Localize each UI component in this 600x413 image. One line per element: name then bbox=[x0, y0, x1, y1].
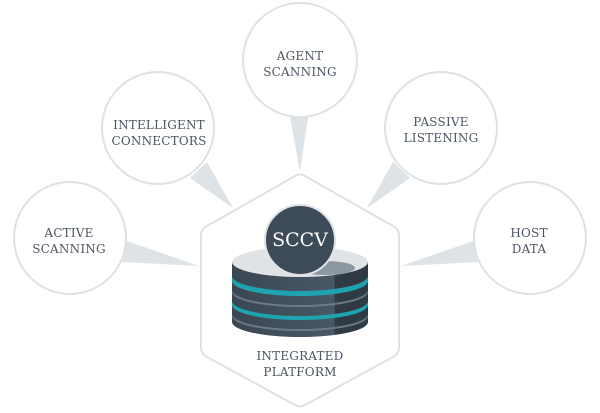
node-label-passive: PASSIVE LISTENING bbox=[404, 114, 479, 146]
center-label-line2: PLATFORM bbox=[263, 365, 337, 379]
node-label-line1: AGENT bbox=[276, 49, 324, 63]
node-label-line2: DATA bbox=[511, 242, 547, 256]
node-label-intelligent: INTELLIGENT CONNECTORS bbox=[111, 117, 206, 149]
center-label: INTEGRATED PLATFORM bbox=[256, 348, 343, 380]
node-label-line1: HOST bbox=[510, 226, 548, 240]
node-circle-host bbox=[473, 181, 587, 295]
node-circle-passive bbox=[384, 71, 498, 185]
node-label-agent: AGENT SCANNING bbox=[263, 48, 337, 80]
node-label-line2: SCANNING bbox=[32, 242, 106, 256]
node-label-line1: ACTIVE bbox=[44, 226, 94, 240]
node-label-line1: INTELLIGENT bbox=[113, 118, 205, 132]
node-label-active: ACTIVE SCANNING bbox=[32, 225, 106, 257]
connector-agent bbox=[290, 117, 308, 172]
connector-passive bbox=[367, 162, 410, 208]
sccv-badge bbox=[264, 204, 336, 276]
sccv-badge-label: SCCV bbox=[272, 229, 328, 251]
node-label-line1: PASSIVE bbox=[413, 115, 469, 129]
node-circle-agent bbox=[242, 2, 358, 118]
node-circle-active bbox=[13, 181, 127, 295]
node-label-line2: CONNECTORS bbox=[111, 134, 207, 148]
connector-intelligent bbox=[190, 162, 233, 208]
connector-host bbox=[401, 240, 479, 266]
connector-active bbox=[121, 240, 199, 266]
center-label-line1: INTEGRATED bbox=[256, 349, 344, 363]
node-label-line2: SCANNING bbox=[263, 65, 337, 79]
node-circle-intelligent bbox=[101, 71, 215, 185]
node-label-line2: LISTENING bbox=[403, 131, 479, 145]
node-label-host: HOST DATA bbox=[510, 225, 547, 257]
